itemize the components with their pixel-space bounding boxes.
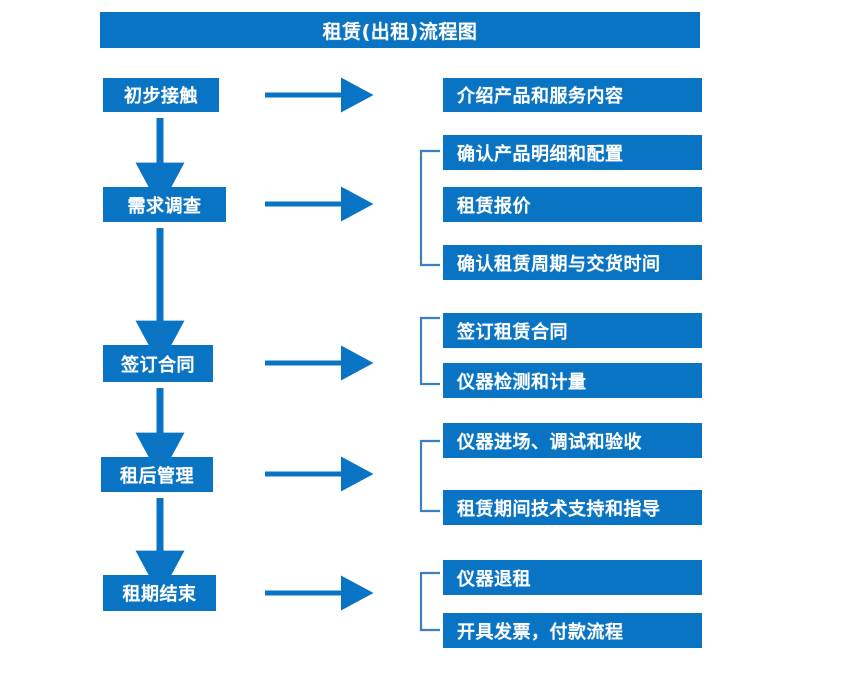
task-label-3-2: 仪器检测和计量: [457, 371, 587, 393]
bracket-group-5: [419, 571, 440, 632]
task-box-4-1[interactable]: 仪器进场、调试和验收: [443, 423, 702, 458]
task-label-5-2: 开具发票，付款流程: [457, 621, 624, 643]
task-box-3-2[interactable]: 仪器检测和计量: [443, 363, 702, 398]
stage-label-5: 租期结束: [122, 584, 197, 605]
bracket-group-3: [419, 316, 440, 386]
bracket-group-4: [419, 439, 440, 513]
task-label-2-2: 租赁报价: [457, 195, 531, 217]
task-box-2-2[interactable]: 租赁报价: [443, 187, 702, 222]
stage-label-2: 需求调查: [127, 195, 202, 217]
stage-label-1: 初步接触: [124, 86, 198, 107]
task-label-2-1: 确认产品明细和配置: [457, 143, 624, 165]
task-label-4-1: 仪器进场、调试和验收: [457, 431, 642, 453]
task-box-3-1[interactable]: 签订租赁合同: [443, 313, 702, 348]
task-box-4-2[interactable]: 租赁期间技术支持和指导: [443, 490, 702, 525]
task-box-2-1[interactable]: 确认产品明细和配置: [443, 135, 702, 170]
task-label-3-1: 签订租赁合同: [457, 321, 568, 343]
bracket-group-2: [419, 149, 440, 267]
task-label-1-1: 介绍产品和服务内容: [457, 86, 624, 107]
stage-box-5[interactable]: 租期结束: [103, 575, 216, 611]
diagram-title: 租赁(出租)流程图: [322, 20, 478, 43]
diagram-title-banner: 租赁(出租)流程图: [100, 12, 700, 48]
task-label-5-1: 仪器退租: [457, 568, 531, 590]
task-label-4-2: 租赁期间技术支持和指导: [457, 498, 661, 520]
task-box-1-1[interactable]: 介绍产品和服务内容: [443, 78, 702, 112]
stage-box-1[interactable]: 初步接触: [103, 78, 219, 112]
stage-box-3[interactable]: 签订合同: [103, 345, 213, 382]
task-box-5-2[interactable]: 开具发票，付款流程: [443, 613, 702, 648]
stage-label-4: 租后管理: [120, 465, 194, 487]
stage-label-3: 签订合同: [121, 354, 195, 376]
task-box-2-3[interactable]: 确认租赁周期与交货时间: [443, 245, 702, 280]
task-label-2-3: 确认租赁周期与交货时间: [457, 253, 661, 275]
stage-box-2[interactable]: 需求调查: [103, 187, 226, 222]
stage-box-4[interactable]: 租后管理: [101, 457, 213, 492]
task-box-5-1[interactable]: 仪器退租: [443, 560, 702, 595]
